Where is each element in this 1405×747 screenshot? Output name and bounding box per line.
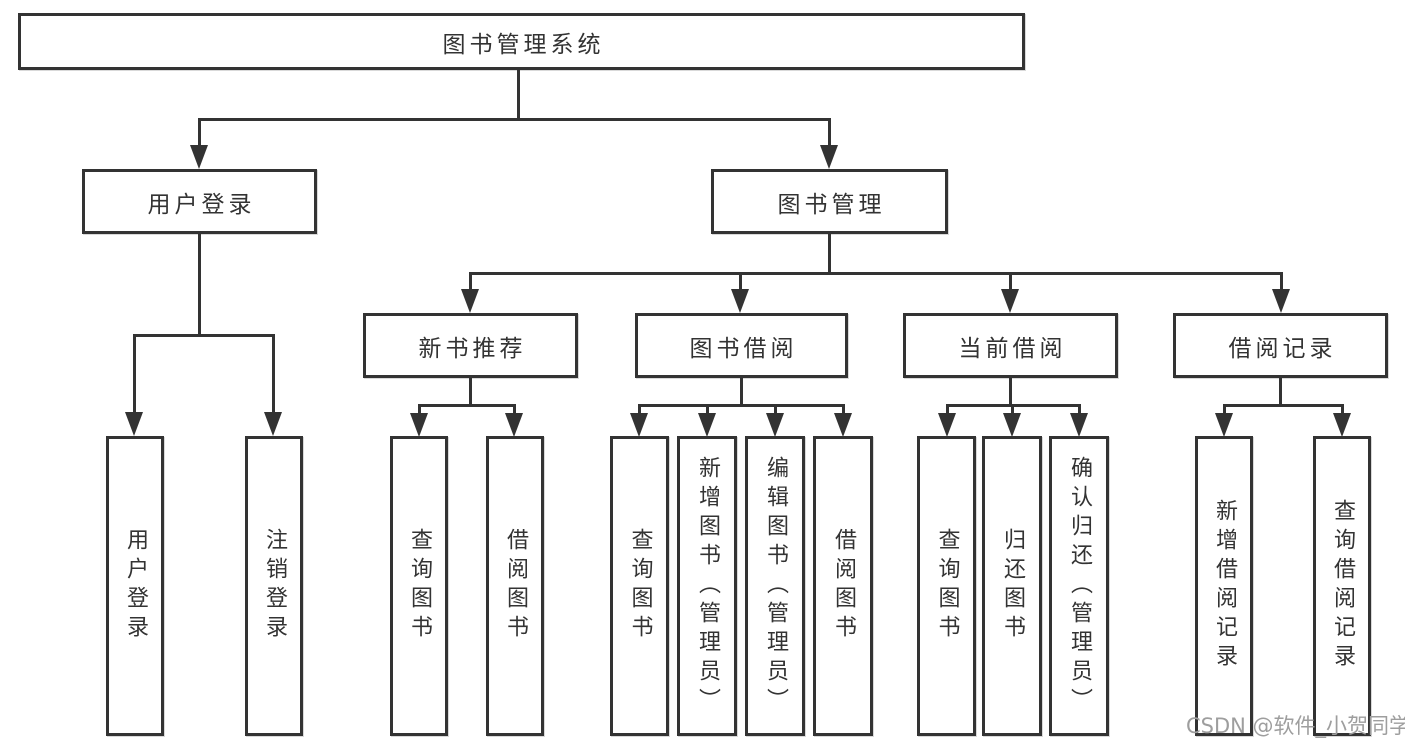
connector-current-borrow-stem — [1009, 375, 1012, 407]
node-label: 确认归还（管理员） — [1067, 455, 1092, 717]
connector-borrow-records-rail — [1223, 404, 1344, 407]
connector-new-book-rail — [418, 404, 516, 407]
connector-borrow-records-stem — [1279, 375, 1282, 407]
node-label: 借阅记录 — [1228, 335, 1337, 362]
connector-arrow-shaft — [1078, 404, 1081, 414]
arrow-down-icon — [125, 412, 143, 436]
connector-book-mgmt-stem — [828, 232, 831, 275]
connector-arrow-shaft — [1009, 272, 1012, 290]
node-user-login: 用户登录 — [82, 169, 317, 234]
connector-arrow-shaft — [739, 272, 742, 290]
node-label: 图书管理系统 — [442, 31, 605, 58]
leaf-query-books-current: 查询图书 — [917, 436, 976, 736]
node-borrowing-records: 借阅记录 — [1173, 313, 1388, 378]
connector-book-borrow-stem — [740, 375, 743, 407]
leaf-query-borrow-record: 查询借阅记录 — [1313, 436, 1371, 736]
leaf-borrow-books-recommend: 借阅图书 — [486, 436, 544, 736]
arrow-down-icon — [410, 413, 428, 437]
node-label: 当前借阅 — [958, 335, 1067, 362]
node-label: 查询借阅记录 — [1330, 499, 1355, 673]
arrow-down-icon — [1003, 413, 1021, 437]
leaf-query-books-borrowing: 查询图书 — [610, 436, 669, 736]
connector-root-stem — [517, 68, 520, 120]
leaf-add-borrow-record: 新增借阅记录 — [1195, 436, 1253, 736]
arrow-down-icon — [461, 289, 479, 313]
arrow-down-icon — [1333, 413, 1351, 437]
connector-root-rail — [198, 118, 830, 121]
node-book-management: 图书管理 — [711, 169, 948, 234]
connector-arrow-shaft — [842, 404, 845, 414]
connector-user-login-stem — [198, 232, 201, 336]
leaf-edit-books-admin: 编辑图书（管理员） — [745, 436, 805, 736]
leaf-add-books-admin: 新增图书（管理员） — [677, 436, 737, 736]
node-label: 图书管理 — [777, 191, 886, 218]
arrow-down-icon — [1070, 413, 1088, 437]
arrow-down-icon — [698, 413, 716, 437]
node-label: 编辑图书（管理员） — [763, 455, 788, 717]
node-label: 用户登录 — [147, 191, 256, 218]
arrow-down-icon — [834, 413, 852, 437]
connector-book-mgmt-rail — [469, 272, 1283, 275]
node-label: 查询图书 — [627, 528, 653, 644]
leaf-user-login: 用户登录 — [106, 436, 164, 736]
connector-book-borrow-rail — [638, 404, 845, 407]
connector-arrow-shaft — [1223, 404, 1226, 414]
connector-arrow-shaft — [774, 404, 777, 414]
connector-new-book-stem — [469, 375, 472, 407]
connector-arrow-shaft — [1341, 404, 1344, 414]
connector-arrow-shaft — [198, 118, 201, 146]
connector-arrow-shaft — [706, 404, 709, 414]
connector-arrow-shaft — [513, 404, 516, 414]
node-new-book-recommendation: 新书推荐 — [363, 313, 578, 378]
node-book-borrowing: 图书借阅 — [635, 313, 848, 378]
connector-arrow-shaft — [946, 404, 949, 414]
arrow-down-icon — [264, 412, 282, 436]
arrow-down-icon — [630, 413, 648, 437]
arrow-down-icon — [820, 145, 838, 169]
node-label: 注销登录 — [262, 528, 287, 644]
node-label: 新增借阅记录 — [1212, 499, 1237, 673]
connector-arrow-shaft — [1011, 404, 1014, 414]
connector-arrow-shaft — [418, 404, 421, 414]
node-label: 用户登录 — [123, 528, 148, 644]
connector-arrow-shaft — [469, 272, 472, 290]
arrow-down-icon — [938, 413, 956, 437]
node-label: 查询图书 — [407, 528, 432, 644]
connector-arrow-shaft — [133, 334, 136, 413]
arrow-down-icon — [1215, 413, 1233, 437]
leaf-query-books-recommend: 查询图书 — [390, 436, 448, 736]
arrow-down-icon — [766, 413, 784, 437]
leaf-return-books: 归还图书 — [982, 436, 1042, 736]
connector-arrow-shaft — [272, 334, 275, 413]
node-label: 新书推荐 — [418, 335, 527, 362]
arrow-down-icon — [190, 145, 208, 169]
node-library-management-system: 图书管理系统 — [18, 13, 1025, 70]
arrow-down-icon — [1001, 289, 1019, 313]
connector-arrow-shaft — [828, 118, 831, 146]
leaf-confirm-return-admin: 确认归还（管理员） — [1049, 436, 1109, 736]
node-label: 新增图书（管理员） — [695, 455, 720, 717]
node-current-borrowing: 当前借阅 — [903, 313, 1118, 378]
leaf-logout: 注销登录 — [245, 436, 303, 736]
arrow-down-icon — [1272, 289, 1290, 313]
connector-arrow-shaft — [1280, 272, 1283, 290]
node-label: 借阅图书 — [831, 528, 856, 644]
node-label: 借阅图书 — [503, 528, 528, 644]
node-label: 图书借阅 — [689, 335, 798, 362]
connector-arrow-shaft — [638, 404, 641, 414]
leaf-borrow-books: 借阅图书 — [813, 436, 873, 736]
arrow-down-icon — [731, 289, 749, 313]
connector-user-login-rail — [133, 334, 275, 337]
node-label: 归还图书 — [1000, 528, 1025, 644]
node-label: 查询图书 — [934, 528, 960, 644]
csdn-watermark: CSDN @软件_小贺同学 — [1186, 714, 1405, 738]
arrow-down-icon — [505, 413, 523, 437]
